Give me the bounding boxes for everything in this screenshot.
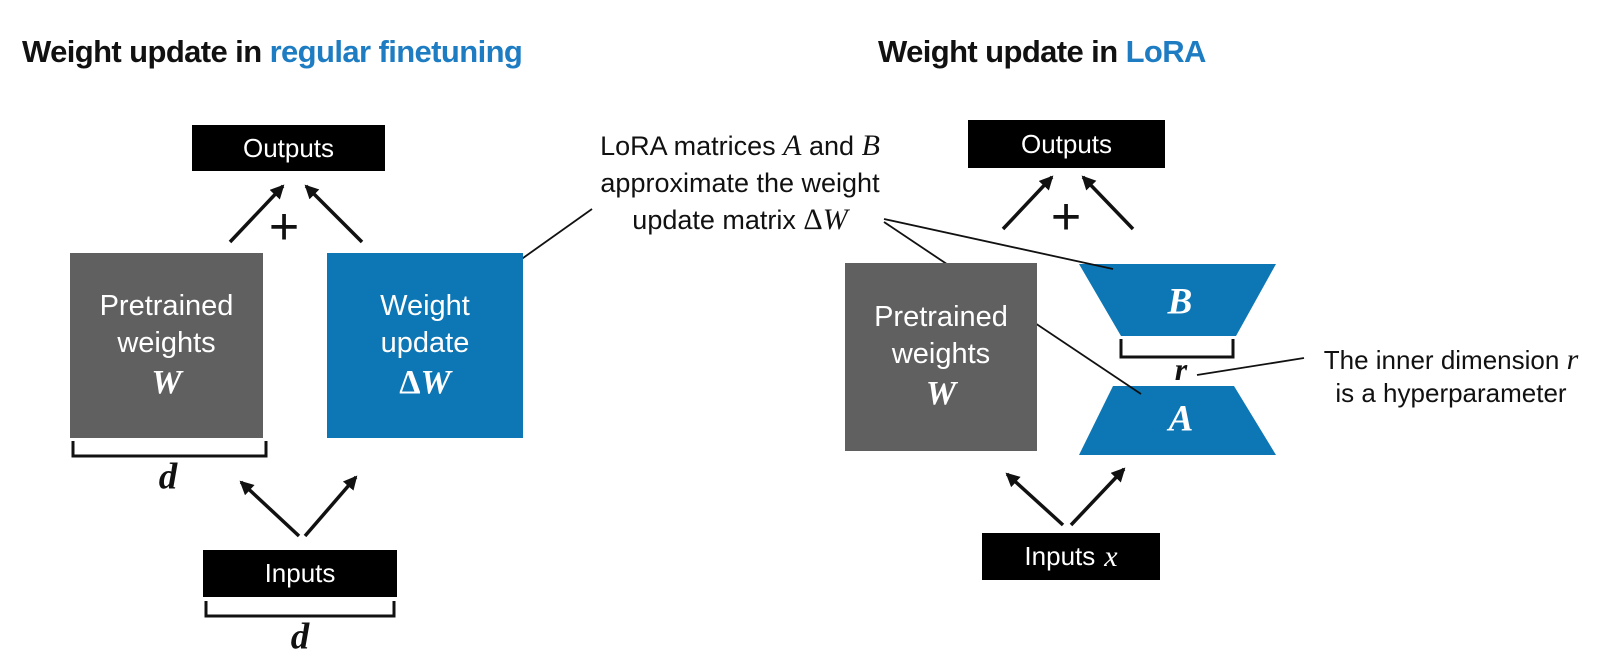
lora-note-line2: approximate the weight xyxy=(600,168,880,198)
hyperparameter-note-text: The inner dimension xyxy=(1323,345,1567,375)
inputs-x-symbol: x xyxy=(1104,539,1118,573)
hyperparameter-note-line1: The inner dimension r xyxy=(1306,344,1596,377)
arrow-pretrained-to-outputs-right xyxy=(1001,175,1054,231)
hyperparameter-note: The inner dimension r is a hyperparamete… xyxy=(1306,344,1596,410)
outputs-label-left: Outputs xyxy=(242,132,335,163)
lora-note-line1-text: LoRA matrices xyxy=(600,131,784,161)
lora-note-b-symbol: B xyxy=(861,129,880,162)
pretrained-w-symbol: W xyxy=(151,363,182,401)
bracket-d-inputs xyxy=(204,601,396,618)
left-title-black: Weight update in xyxy=(22,34,270,69)
delta-glyph: Δ xyxy=(399,363,421,401)
arrow-b-to-outputs-right xyxy=(1081,175,1135,231)
hyperparameter-r-symbol: r xyxy=(1566,343,1579,376)
left-title-accent: regular finetuning xyxy=(269,34,523,69)
outputs-box-left: Outputs xyxy=(192,125,385,171)
pretrained-line2: weights xyxy=(117,326,216,359)
arrow-inputs-to-pretrained-left xyxy=(239,480,301,538)
lora-approximation-note: LoRA matrices A and B approximate the we… xyxy=(590,128,890,239)
lora-note-delta-symbol: Δ xyxy=(803,203,823,236)
pretrained-weights-box-left: Pretrained weights W xyxy=(70,253,263,438)
pretrained-line1: Pretrained xyxy=(99,289,234,322)
outputs-label-right: Outputs xyxy=(1020,128,1113,159)
outputs-box-right: Outputs xyxy=(968,120,1165,168)
inputs-box-left: Inputs xyxy=(203,550,397,597)
plus-sign-right: + xyxy=(1050,188,1082,246)
bracket-r xyxy=(1119,339,1235,359)
lora-note-a-symbol: A xyxy=(783,129,802,162)
inputs-label-right: Inputs xyxy=(1024,541,1096,571)
hyperparameter-note-line2: is a hyperparameter xyxy=(1335,378,1567,408)
right-title: Weight update in LoRA xyxy=(878,34,1206,70)
plus-sign-left: + xyxy=(268,198,300,256)
pretrained-line2-right: weights xyxy=(891,338,991,370)
bracket-d-weights xyxy=(71,441,268,458)
arrow-update-to-outputs-left xyxy=(304,184,364,244)
lora-note-line3: update matrix ΔW xyxy=(590,202,890,239)
arrow-inputs-to-update-left xyxy=(303,475,358,538)
matrix-a-label: A xyxy=(1168,398,1194,440)
arrow-pretrained-to-outputs-left xyxy=(228,184,285,244)
lora-note-line3-text: update matrix xyxy=(632,205,804,235)
rank-r-label: r xyxy=(1174,351,1188,387)
inputs-label-left: Inputs xyxy=(264,558,336,588)
w-glyph: W xyxy=(420,363,451,401)
left-title: Weight update in regular finetuning xyxy=(22,34,523,70)
pretrained-line1-right: Pretrained xyxy=(874,301,1008,333)
pretrained-w-symbol-right: W xyxy=(925,375,957,412)
matrix-b-trapezoid xyxy=(1079,264,1276,336)
lora-note-line1: LoRA matrices A and B xyxy=(590,128,890,165)
dim-d-weights-label: d xyxy=(158,456,178,498)
dim-d-inputs-label: d xyxy=(290,616,310,658)
weight-update-box: Weight update ΔW xyxy=(327,253,523,438)
matrix-b-label: B xyxy=(1167,281,1193,323)
pointer-r-to-note xyxy=(1196,357,1305,376)
lora-note-line1-mid: and xyxy=(801,131,862,161)
update-line1: Weight xyxy=(380,289,470,322)
lora-note-w-symbol: W xyxy=(822,203,848,236)
arrow-inputs-to-pretrained-right xyxy=(1005,472,1065,527)
pointer-note-to-update-box xyxy=(515,208,593,264)
right-title-accent: LoRA xyxy=(1125,34,1207,69)
right-title-black: Weight update in xyxy=(878,34,1126,69)
delta-w-symbol: ΔW xyxy=(399,362,451,404)
update-line2: update xyxy=(380,326,470,359)
matrix-a-trapezoid xyxy=(1079,386,1276,455)
pretrained-weights-box-right: Pretrained weights W xyxy=(845,263,1037,451)
arrow-inputs-to-a-right xyxy=(1069,467,1126,527)
pointer-note-to-b xyxy=(883,218,1114,270)
